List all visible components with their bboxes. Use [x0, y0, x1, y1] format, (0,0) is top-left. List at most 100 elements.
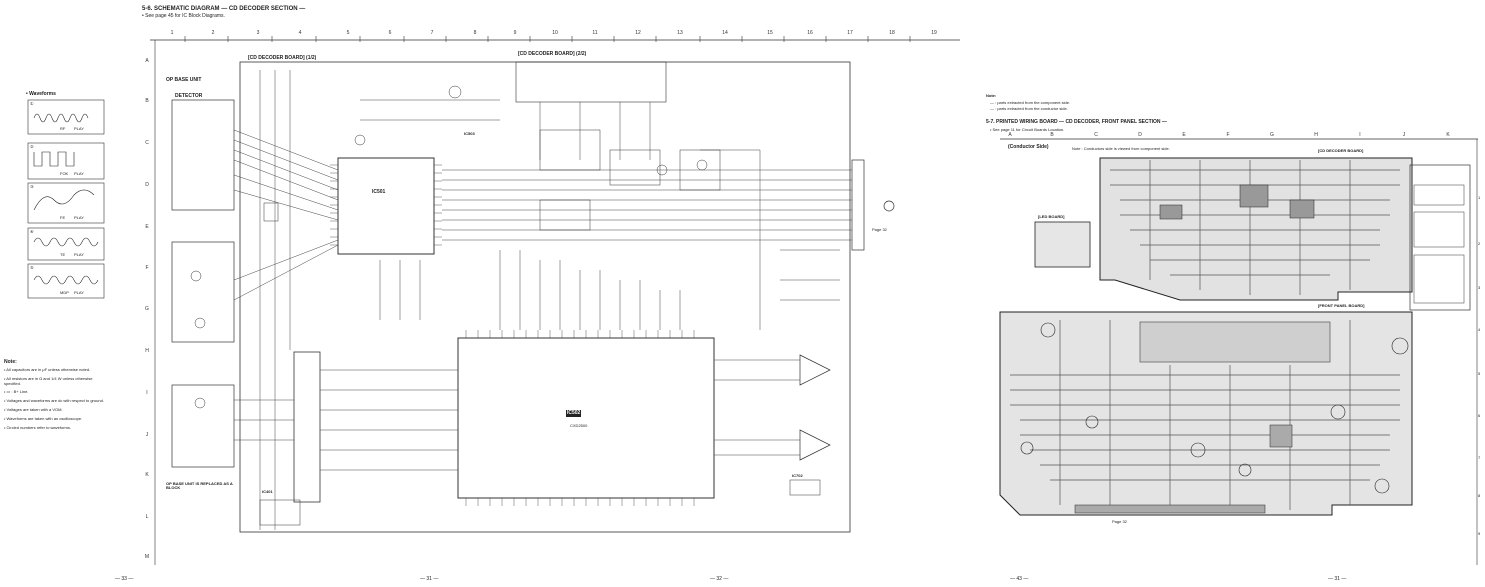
column-number: 3 — [256, 30, 260, 36]
column-number: 17 — [847, 30, 853, 36]
column-number: 18 — [889, 30, 895, 36]
waveform-number: ③ — [30, 184, 34, 189]
waveform-caption: RF — [60, 126, 66, 131]
note-item: • All resistors are in Ω and 1/4 W unles… — [4, 375, 93, 386]
column-number: 12 — [635, 30, 641, 36]
row-number: 2 — [1478, 241, 1481, 246]
row-letter: A — [145, 58, 149, 64]
note-item: • Waveforms are taken with an oscillosco… — [4, 415, 83, 421]
column-letter: J — [1402, 132, 1406, 138]
board-small-label: [LED BOARD] — [1038, 214, 1065, 219]
row-letter: L — [145, 514, 149, 520]
pcb-subheading: • See page 11 for Circuit Boards Locatio… — [990, 127, 1065, 132]
column-number: 15 — [767, 30, 773, 36]
waveform-caption: MDP — [60, 290, 69, 295]
row-letter: K — [145, 472, 149, 478]
pcb-heading: 5-7. PRINTED WIRING BOARD — CD DECODER, … — [986, 119, 1167, 125]
column-number: 2 — [211, 30, 215, 36]
column-number: 19 — [931, 30, 937, 36]
op-note: OP BASE UNIT IS REPLACED AS A BLOCK — [166, 481, 233, 490]
legend-title: Note: — [986, 93, 997, 98]
conductor-side-label: (Conductor Side) — [1008, 144, 1049, 150]
board-bottom-label: [FRONT PANEL BOARD] — [1318, 303, 1365, 308]
row-ruler: A B C D E F G H I J K L M — [142, 40, 154, 570]
row-number: 9 — [1478, 531, 1481, 536]
column-letter: F — [1226, 132, 1230, 138]
base-unit-label: OP BASE UNIT — [166, 77, 202, 83]
conductor-side-note: Note : Conductors side is viewed from co… — [1072, 146, 1170, 151]
column-letter: I — [1359, 132, 1361, 138]
column-number: 9 — [513, 30, 517, 36]
row-number: 6 — [1478, 413, 1481, 418]
column-number: 16 — [807, 30, 813, 36]
column-number: 10 — [552, 30, 558, 36]
notes-list: • All capacitors are in μF unless otherw… — [4, 367, 104, 434]
notes-title: Note: — [4, 359, 17, 365]
detector-label: DETECTOR — [175, 93, 203, 99]
ic503-label: IC503 — [464, 131, 475, 136]
row-letter: C — [145, 140, 149, 146]
waveform-mode: PLAY — [74, 171, 84, 176]
column-number: 7 — [430, 30, 434, 36]
column-letter: A — [1008, 132, 1012, 138]
note-item: • ▭ : B+ Line. — [4, 389, 29, 395]
column-letter: H — [1314, 132, 1318, 138]
column-letter: G — [1270, 132, 1274, 138]
waveform-mode: PLAY — [74, 290, 84, 295]
row-number: 8 — [1478, 493, 1481, 498]
column-number: 8 — [473, 30, 477, 36]
page-number: — 43 — — [1010, 576, 1029, 582]
pcb-column-ruler: A B C D E F G H I J K — [1000, 132, 1478, 140]
column-number: 4 — [298, 30, 302, 36]
page-number: — 31 — — [420, 576, 439, 582]
row-number: 5 — [1478, 371, 1481, 376]
note-item: • Voltages are taken with a VOM. — [4, 406, 63, 412]
pcb-connector-ref: Page 32 — [1112, 519, 1127, 524]
schematic-subheading: • See page 45 for IC Block Diagrams. — [142, 13, 225, 19]
waveform-mode: PLAY — [74, 126, 84, 131]
row-letter: J — [145, 432, 149, 438]
ic502-label: IC502 — [566, 410, 582, 417]
row-letter: E — [145, 224, 149, 230]
ic401-label: IC401 — [262, 489, 273, 494]
schematic-heading: 5-6. SCHEMATIC DIAGRAM — CD DECODER SECT… — [142, 6, 306, 12]
waveform-mode: PLAY — [74, 252, 84, 257]
row-number: 4 — [1478, 327, 1481, 332]
waveform-number: ④ — [30, 229, 34, 234]
page-number: — 32 — — [710, 576, 729, 582]
board1-label: [CD DECODER BOARD] (1/2) — [248, 55, 317, 61]
row-number: 1 — [1478, 195, 1481, 200]
column-letter: E — [1182, 132, 1186, 138]
connector-page-ref: Page 32 — [872, 227, 887, 232]
row-letter: B — [145, 98, 149, 104]
board-top-label: [CD DECODER BOARD] — [1318, 148, 1364, 153]
row-letter: M — [144, 554, 150, 560]
note-item: • Circled numbers refer to waveforms. — [4, 424, 71, 430]
waveform-caption: FOK — [60, 171, 69, 176]
waveforms-title: • Waveforms — [26, 91, 56, 97]
row-letter: D — [145, 182, 149, 188]
column-number: 5 — [346, 30, 350, 36]
column-ruler: 1 2 3 4 5 6 7 8 9 10 11 12 13 14 15 16 1… — [140, 30, 960, 40]
note-item: • All capacitors are in μF unless otherw… — [4, 367, 91, 372]
waveform-number: ② — [30, 144, 34, 149]
row-letter: H — [145, 348, 149, 354]
waveform-caption: TE — [60, 252, 66, 257]
column-letter: K — [1446, 132, 1450, 138]
page-number: — 33 — — [115, 576, 134, 582]
column-number: 13 — [677, 30, 683, 36]
waveform-caption: FE — [60, 215, 66, 220]
column-number: 11 — [592, 30, 598, 36]
board2-label: [CD DECODER BOARD] (2/2) — [518, 51, 587, 57]
note-item: • Voltages and waveforms are dc with res… — [4, 398, 104, 404]
legend-item: — : parts extracted from the component s… — [990, 100, 1071, 105]
row-letter: I — [146, 390, 148, 396]
row-number: 7 — [1478, 455, 1481, 460]
column-number: 1 — [170, 30, 174, 36]
waveform-number: ⑤ — [30, 265, 34, 270]
legend-item: — : parts extracted from the conductor s… — [990, 106, 1068, 111]
ic501-label: IC501 — [372, 189, 386, 195]
row-letter: G — [145, 306, 149, 312]
row-letter: F — [145, 265, 149, 271]
